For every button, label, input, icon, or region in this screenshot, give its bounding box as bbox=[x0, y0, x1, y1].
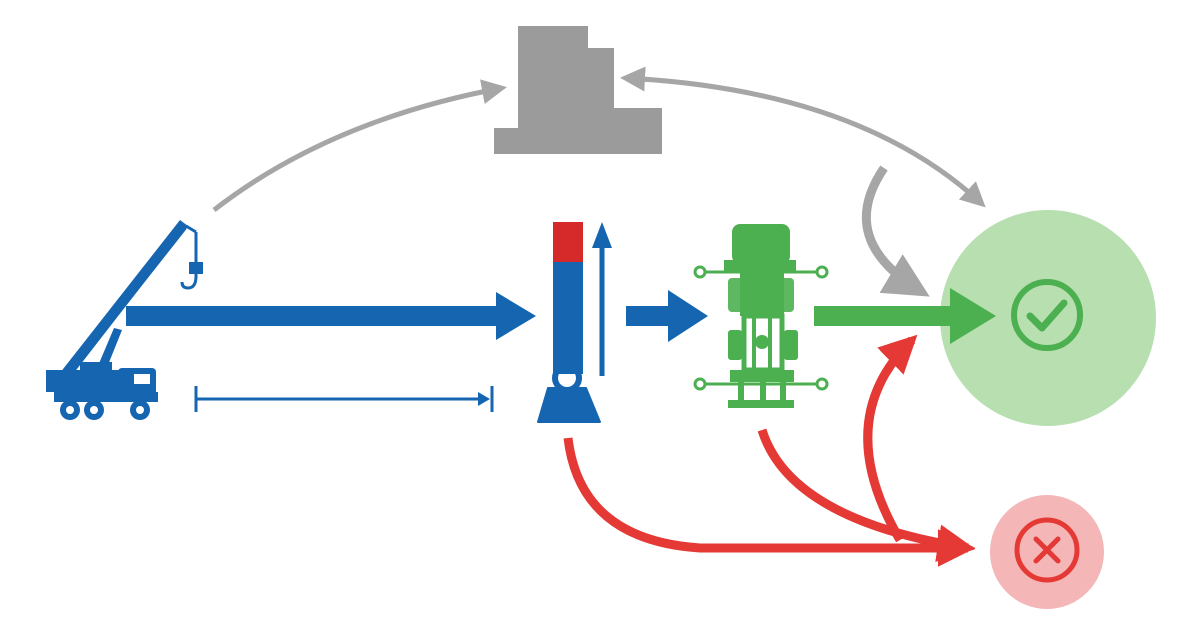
rigging-assembly-icon bbox=[693, 224, 829, 408]
column-to-rigging-arrow bbox=[626, 290, 708, 342]
check-circle-icon bbox=[1011, 279, 1083, 351]
crane-to-building-arrow bbox=[212, 79, 507, 212]
building-to-success-double-arrow bbox=[620, 66, 986, 208]
rigging-to-failure-arrow bbox=[757, 428, 976, 562]
failure-node bbox=[990, 495, 1104, 609]
column-top-red bbox=[553, 222, 583, 262]
success-node bbox=[940, 210, 1156, 426]
crane-to-column-arrow bbox=[126, 292, 536, 340]
weight-column-icon bbox=[537, 222, 612, 423]
rigging-to-success-arrow bbox=[814, 288, 996, 344]
gray-curved-arrow-to-success bbox=[861, 165, 930, 297]
failure-to-success-arrow bbox=[863, 334, 918, 543]
distance-dimension-line bbox=[194, 386, 494, 412]
building-blocks-icon bbox=[494, 26, 662, 154]
mobile-crane-icon bbox=[46, 220, 203, 420]
x-circle-icon bbox=[1014, 517, 1080, 583]
column-to-failure-arrow bbox=[563, 437, 976, 567]
